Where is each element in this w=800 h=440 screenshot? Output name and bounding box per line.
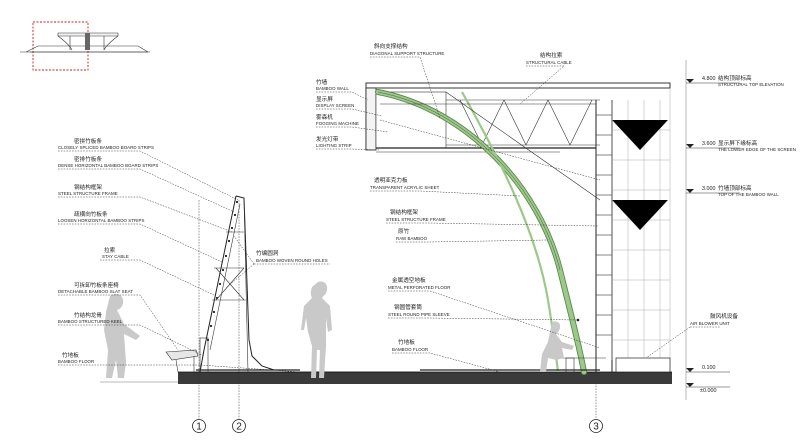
- label-perforated-zh: 金属透空地板: [392, 276, 426, 284]
- level-3600-value: 3.600: [702, 141, 716, 147]
- level-0000-value: ±0.000: [700, 388, 716, 394]
- label-fogging-en: FOGGING MACHINE: [316, 121, 359, 126]
- level-4800-zh: 结构顶部标高: [718, 74, 752, 82]
- label-raw-bamboo-en: RAW BAMBOO: [396, 236, 428, 241]
- label-display-en: DISPLAY SCREEN: [316, 103, 354, 108]
- level-3600-zh: 显示屏下缘标高: [718, 139, 758, 147]
- label-dense-strips-zh: 密排竹板条: [74, 155, 102, 163]
- canopy-annotations: 斜向支撑结构 DIAGONAL SUPPORT STRUCTURE 结构拉索 S…: [316, 42, 738, 373]
- label-diag-support-en: DIAGONAL SUPPORT STRUCTURE: [370, 51, 444, 56]
- label-round-holes-en: BAMBOO WOVEN ROUND HOLES: [256, 258, 328, 263]
- label-stay-cable-en: STAY CABLE: [102, 254, 129, 259]
- canopy-structure: [365, 82, 671, 375]
- label-display-zh: 显示屏: [316, 96, 333, 103]
- label-raw-bamboo-zh: 原竹: [398, 227, 410, 235]
- label-keel-en: BAMBOO STRUCTURED KEEL: [58, 319, 123, 324]
- label-floor-left-zh: 竹地板: [62, 351, 79, 359]
- label-fogging-zh: 雾森机: [316, 113, 333, 121]
- label-floor-right-zh: 竹地板: [398, 338, 415, 346]
- label-keel-zh: 竹结构龙骨: [74, 311, 102, 319]
- level-4800-value: 4.800: [702, 76, 716, 82]
- label-steel-frame-right-zh: 钢结构框架: [390, 208, 418, 216]
- label-acrylic-en: TRANSPARENT ACRYLIC SHEET: [370, 185, 440, 190]
- label-closely-spliced-en: CLOSELY SPLICED BAMBOO BOARD STRIPS: [58, 145, 154, 150]
- human-figures: [104, 281, 574, 378]
- grid-label-1: 1: [196, 422, 202, 433]
- label-perforated-en: METAL PERFORATED FLOOR: [388, 285, 451, 290]
- label-pipe-sleeve-zh: 钢圆管套筒: [394, 303, 422, 311]
- grid-lines: 1 2 3: [192, 100, 603, 433]
- level-3600-en: THE LOWER EDGE OF THE SCREEN: [718, 147, 796, 152]
- label-round-holes-zh: 竹编圆洞: [256, 249, 279, 257]
- label-steel-frame-left-en: STEEL STRUCTURE FRAME: [58, 191, 118, 196]
- label-dense-strips-en: DENSE HORIZONTAL BAMBOO BOARD STRIPS: [58, 163, 158, 168]
- label-floor-left-en: BAMBOO FLOOR: [58, 359, 94, 364]
- label-loosen-strips-en: LOOSEN HORIZONTAL BAMBOO STRIPS: [58, 218, 144, 223]
- key-plan: [20, 21, 150, 71]
- label-lighting-zh: 发光灯带: [316, 135, 339, 143]
- label-pipe-sleeve-en: STEEL ROUND PIPE SLEEVE: [388, 312, 450, 317]
- label-seat-zh: 可拆卸竹板条座椅: [74, 281, 119, 289]
- level-markers: 4.800 结构顶部标高 STRUCTURAL TOP ELEVATION 3.…: [685, 60, 796, 400]
- label-air-blower-zh: 鼓风机设备: [710, 312, 738, 320]
- left-annotations: 密拼竹板条 CLOSELY SPLICED BAMBOO BOARD STRIP…: [58, 137, 330, 373]
- label-acrylic-zh: 透明亚克力板: [374, 176, 408, 184]
- label-stay-cable-zh: 拉索: [104, 246, 116, 254]
- left-wall-structure: [165, 195, 420, 373]
- label-diag-support-zh: 斜向支撑结构: [374, 42, 408, 50]
- label-struct-cable-zh: 结构拉索: [540, 51, 563, 59]
- label-steel-frame-right-en: STEEL STRUCTURE FRAME: [386, 217, 446, 222]
- label-seat-en: DETACHABLE BAMBOO SLAT SEAT: [58, 289, 133, 294]
- label-floor-right-en: BAMBOO FLOOR: [392, 347, 428, 352]
- label-air-blower-en: AIR BLOWER UNIT: [690, 321, 730, 326]
- label-loosen-strips-zh: 疏横向竹板条: [74, 210, 108, 218]
- label-lighting-en: LIGHTING STRIP: [316, 143, 352, 148]
- level-3000-zh: 竹墙顶部标高: [718, 184, 752, 192]
- label-steel-frame-left-zh: 钢结构框架: [74, 183, 102, 191]
- level-3000-value: 3.000: [702, 186, 716, 192]
- label-bamboo-wall-en: BAMBOO WALL: [316, 86, 349, 91]
- label-bamboo-wall-zh: 竹墙: [316, 78, 328, 86]
- grid-label-3: 3: [593, 422, 599, 433]
- label-closely-spliced-zh: 密拼竹板条: [74, 137, 102, 145]
- grid-label-2: 2: [236, 422, 242, 433]
- level-4800-en: STRUCTURAL TOP ELEVATION: [718, 82, 784, 87]
- label-struct-cable-en: STRUCTURAL CABLE: [526, 60, 572, 65]
- level-0100-value: 0.100: [702, 365, 716, 371]
- level-3000-en: TOP OF THE BAMBOO WALL: [718, 192, 779, 197]
